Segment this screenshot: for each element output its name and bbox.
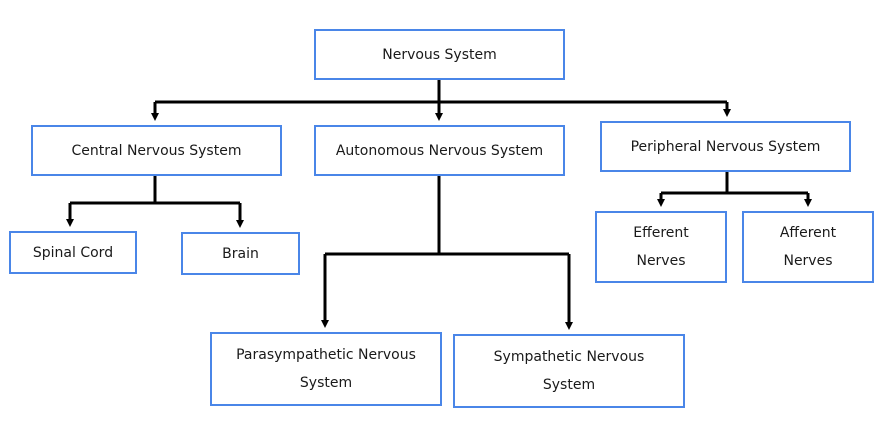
node-label-line1: Sympathetic Nervous <box>493 349 645 365</box>
node-sympathetic-nervous-system: Sympathetic Nervous System <box>453 334 685 408</box>
node-label-line2: Nerves <box>783 253 833 269</box>
node-label-line1: Afferent <box>779 225 837 241</box>
node-autonomous-nervous-system: Autonomous Nervous System <box>314 125 565 176</box>
node-label-line2: Nerves <box>636 253 686 269</box>
node-label: Autonomous Nervous System <box>335 142 544 159</box>
node-label: Central Nervous System <box>71 142 242 159</box>
node-parasympathetic-nervous-system: Parasympathetic Nervous System <box>210 332 442 406</box>
node-label-line1: Efferent <box>633 225 689 241</box>
node-spinal-cord: Spinal Cord <box>9 231 137 274</box>
node-label-line1: Parasympathetic Nervous <box>236 347 416 363</box>
edge-layer <box>66 80 812 330</box>
node-nervous-system: Nervous System <box>314 29 565 80</box>
node-efferent-nerves: Efferent Nerves <box>595 211 727 283</box>
node-peripheral-nervous-system: Peripheral Nervous System <box>600 121 851 172</box>
node-label: Spinal Cord <box>32 244 114 261</box>
node-central-nervous-system: Central Nervous System <box>31 125 282 176</box>
node-label-line2: System <box>299 375 353 391</box>
node-label: Brain <box>222 245 259 262</box>
node-label: Nervous System <box>382 46 497 63</box>
node-label: Peripheral Nervous System <box>630 138 821 155</box>
node-brain: Brain <box>181 232 300 275</box>
node-afferent-nerves: Afferent Nerves <box>742 211 874 283</box>
node-label-line2: System <box>542 377 596 393</box>
